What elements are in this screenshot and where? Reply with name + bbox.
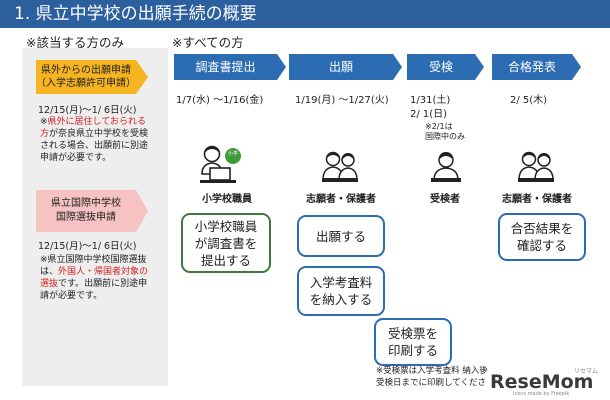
international-note-line1: ※県立国際中学校国際選抜 [40,255,147,265]
out-of-prefecture-note-line3: される場合、出願前に別途 [40,141,149,151]
step-results-label: 合格発表 [507,60,556,74]
out-of-prefecture-note-line4: 申請が必要です。 [40,153,112,163]
parent-child-icon-application [320,150,360,184]
out-of-prefecture-tag-arrow [136,60,148,94]
exam-note-line2: 国際中のみ [425,132,465,141]
step-examination: 受検 [407,54,475,80]
step-results-arrow [572,54,581,80]
out-of-prefecture-tag-line2: （入学志願許可申請） [36,78,136,89]
out-of-prefecture-dates: 12/15(月)〜1/ 6日(火) [38,105,137,116]
out-of-prefecture-note-line2: 方が奈良県立中学校を受検 [40,129,149,139]
step-application-label: 出願 [328,60,353,74]
icon-credit: Icons made by Freepik [513,391,570,397]
role-applicant-application: 志願者・保護者 [306,194,376,205]
examinee-icon [426,150,466,184]
step-examination-arrow [475,54,484,80]
role-examinee: 受検者 [430,194,460,205]
resemom-logo-kana: リセマム [574,368,599,375]
check-results-box: 合否結果を 確認する [498,213,586,261]
international-selection-tag-arrow [136,190,148,232]
international-selection-tag-line2: 国際選抜申請 [56,212,116,223]
teacher-submits-box: 小学校職員 が調査書を 提出する [181,213,271,273]
results-date: 2/ 5(木) [510,95,548,106]
exam-date-1: 1/31(土) [410,95,451,106]
step-survey-submission-label: 調査書提出 [195,60,256,74]
exam-date-2: 2/ 1(日) [410,109,448,120]
step-application-arrow [393,54,402,80]
step-survey-submission-arrow [277,54,286,80]
parent-child-icon-results [516,150,556,184]
international-selection-tag-line1: 県立国際中学校 [51,198,121,209]
logo-background [485,372,603,398]
left-section-heading: ※該当する方のみ [26,35,124,50]
page-title: 1. 県立中学校の出願手続の概要 [14,4,257,24]
international-selection-tag [36,190,136,232]
international-note-line4: 請が必要です。 [40,291,103,301]
international-selection-dates: 12/15(月)〜1/ 6日(火) [38,241,137,252]
step-results: 合格発表 [492,54,572,80]
out-of-prefecture-note-line1: ※県外に居住しておられる [40,117,147,127]
right-section-heading: ※すべての方 [172,35,244,50]
application-dates: 1/19(月) 〜1/27(火) [295,95,389,106]
step-application: 出願 [289,54,393,80]
exam-note-line1: ※2/1は [425,122,453,131]
international-note-line2: は、外国人・帰国者対象の [40,267,149,277]
out-of-prefecture-tag [36,60,136,94]
teacher-badge-text: 小学 [228,150,238,157]
print-ticket-box: 受検票を 印刷する [374,318,452,366]
title-bar [0,0,610,28]
ticket-note-line1: ※受検票は入学考査料 納入後 [376,366,488,376]
international-note-line3: 選抜です。出願前に別途申 [40,279,148,289]
pay-fee-box: 入学考査料 を納入する [297,266,385,316]
role-teacher: 小学校職員 [202,194,252,205]
teacher-icon: 小学 [196,144,244,188]
step-survey-submission: 調査書提出 [174,54,277,80]
out-of-prefecture-tag-line1: 県外からの出願申請 [41,65,131,76]
resemom-logo: ReseMom [490,371,594,393]
role-applicant-results: 志願者・保護者 [502,194,572,205]
step-examination-label: 受検 [428,60,453,74]
apply-box: 出願する [297,215,385,257]
ticket-note-line2: 受検日までに印刷してください。 [376,378,503,388]
survey-dates: 1/7(水) 〜1/16(金) [176,95,264,106]
